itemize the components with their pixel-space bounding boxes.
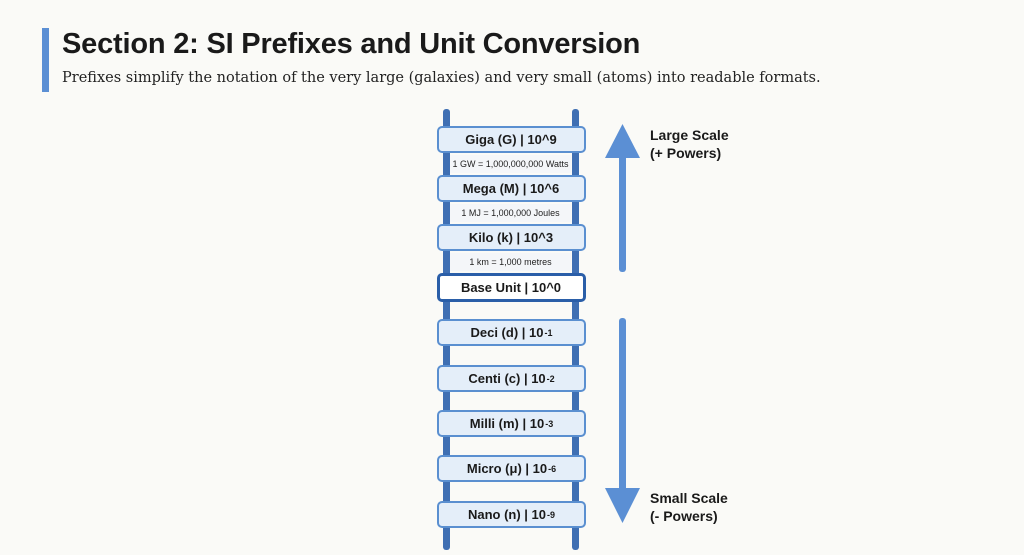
small-scale-powers: (- Powers) — [650, 508, 718, 524]
rung-label: Nano (n) | 10 — [467, 507, 547, 522]
small-scale-title: Small Scale — [650, 490, 728, 506]
rung-exponent: -3 — [545, 418, 554, 429]
conversion-kilo: 1 km = 1,000 metres — [450, 253, 571, 271]
rung-exponent: -2 — [546, 373, 555, 384]
large-scale-title: Large Scale — [650, 127, 729, 143]
conversion-mega: 1 MJ = 1,000,000 Joules — [450, 204, 571, 222]
rung-milli: Milli (m) | 10-3 — [437, 410, 586, 437]
rung-micro: Micro (μ) | 10-6 — [437, 455, 586, 482]
rung-label: Kilo (k) | 10^3 — [468, 230, 554, 245]
rung-giga: Giga (G) | 10^9 — [437, 126, 586, 153]
rung-exponent: -9 — [547, 509, 556, 520]
rung-label: Centi (c) | 10 — [468, 371, 546, 386]
arrow-up-icon — [605, 124, 640, 272]
rung-exponent: -6 — [548, 463, 557, 474]
rung-label: Giga (G) | 10^9 — [465, 132, 557, 147]
rung-label: Base Unit | 10^0 — [460, 280, 562, 295]
rung-nano: Nano (n) | 10-9 — [437, 501, 586, 528]
page-title: Section 2: SI Prefixes and Unit Conversi… — [62, 28, 641, 60]
large-scale-label: Large Scale (+ Powers) — [650, 126, 729, 162]
rung-base-unit: Base Unit | 10^0 — [437, 273, 586, 302]
arrow-down-icon — [605, 318, 640, 523]
conversion-giga: 1 GW = 1,000,000,000 Watts — [450, 155, 571, 173]
rung-mega: Mega (M) | 10^6 — [437, 175, 586, 202]
rung-centi: Centi (c) | 10-2 — [437, 365, 586, 392]
large-scale-powers: (+ Powers) — [650, 145, 722, 161]
page-subtitle: Prefixes simplify the notation of the ve… — [62, 70, 821, 86]
title-accent-bar — [42, 28, 49, 92]
rung-label: Micro (μ) | 10 — [466, 461, 548, 476]
rung-label: Deci (d) | 10 — [470, 325, 544, 340]
rung-label: Milli (m) | 10 — [469, 416, 545, 431]
rung-label: Mega (M) | 10^6 — [462, 181, 560, 196]
rung-kilo: Kilo (k) | 10^3 — [437, 224, 586, 251]
rung-exponent: -1 — [544, 327, 553, 338]
rung-deci: Deci (d) | 10-1 — [437, 319, 586, 346]
small-scale-label: Small Scale (- Powers) — [650, 489, 728, 525]
